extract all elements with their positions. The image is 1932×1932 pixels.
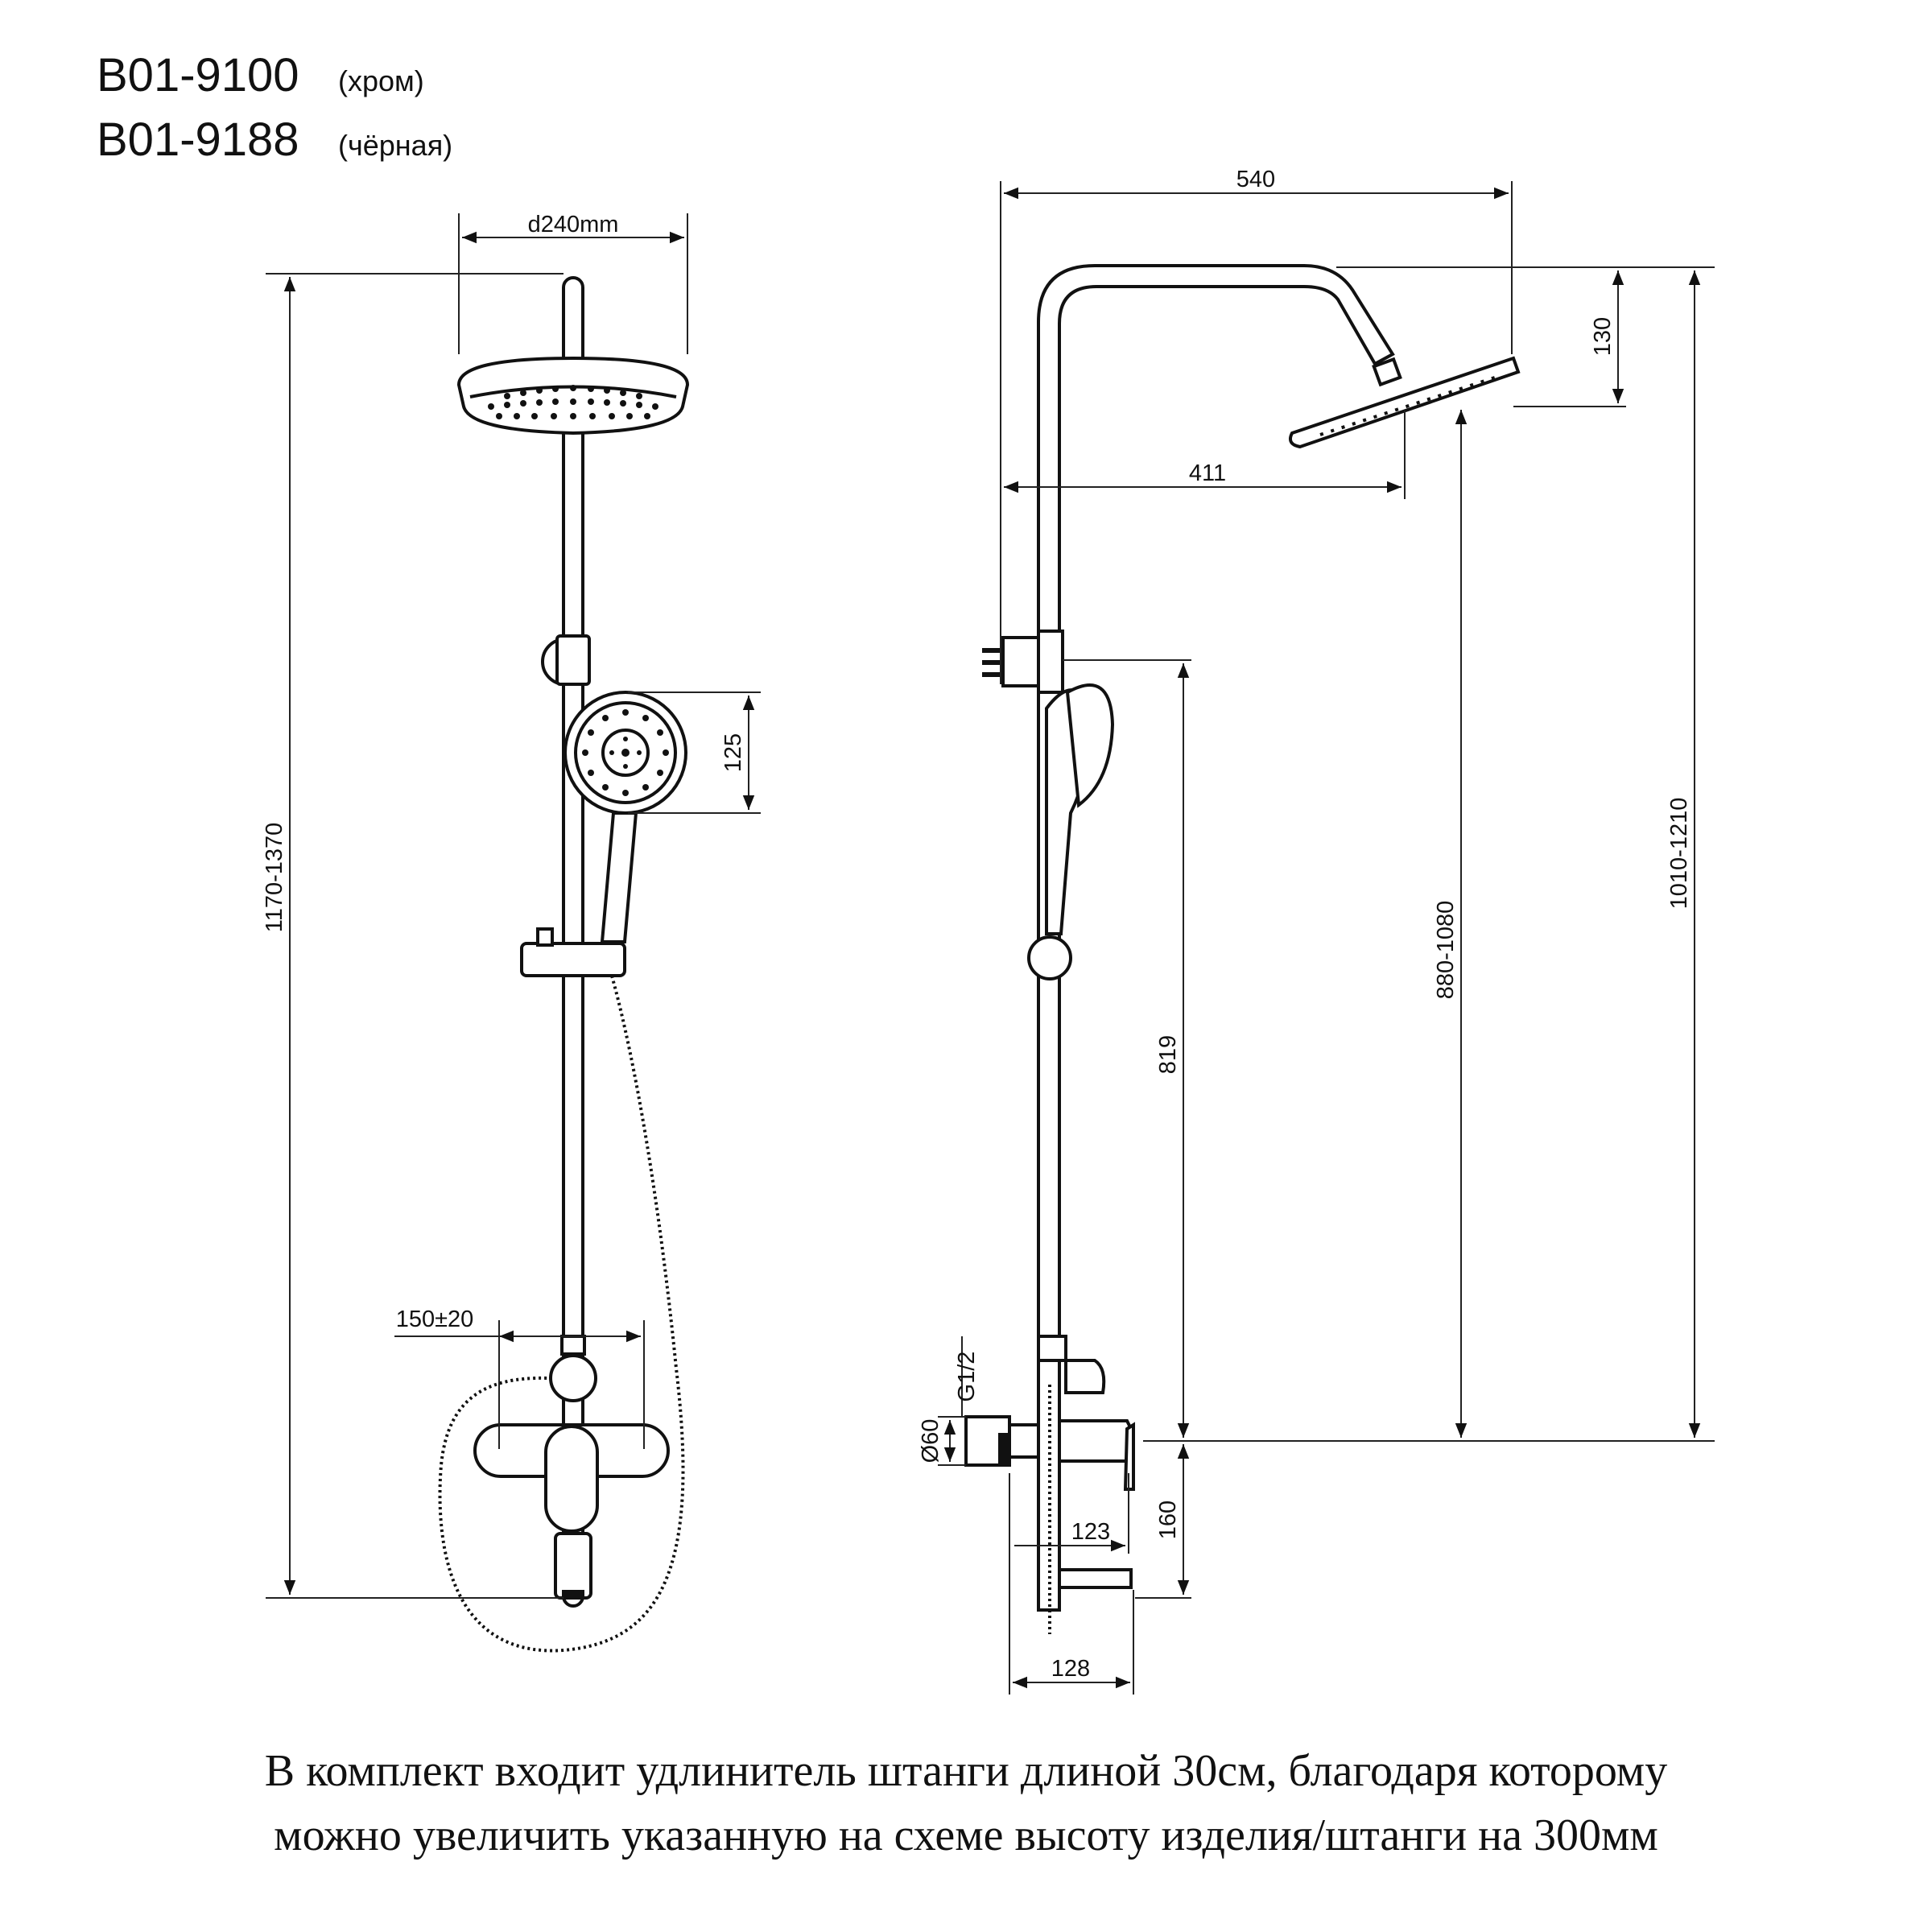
slider-side [1027, 935, 1072, 980]
model-row: B01-9100 (хром) [97, 48, 452, 113]
dim-hand-shower: 125 [720, 733, 746, 772]
dim-total-height: 1170-1370 [262, 823, 287, 933]
dim-head-offset: 411 [1189, 460, 1226, 486]
spout [554, 1532, 592, 1600]
model-code: B01-9100 [97, 49, 299, 101]
note-line: В комплект входит удлинитель штанги длин… [264, 1746, 1668, 1796]
spout-side [1058, 1568, 1133, 1589]
slider-holder [520, 942, 626, 977]
hand-shower-head-side [1065, 683, 1115, 808]
dim-holder-height: 819 [1155, 1035, 1181, 1074]
dim-arm-reach: 540 [1236, 167, 1275, 192]
diverter-top [560, 1335, 586, 1356]
front-view [438, 276, 690, 1653]
slider-knob [536, 927, 554, 947]
connector-side [1008, 1423, 1040, 1459]
mixer-side [1058, 1419, 1133, 1463]
dim-thread: G1/2 [954, 1352, 980, 1402]
head-joint [1372, 357, 1402, 387]
side-dimensions: 540 411 130 1010-1210 880-1080 819 160 1… [918, 167, 1715, 1695]
side-clamp [1037, 630, 1064, 694]
lever-side [1123, 1422, 1135, 1491]
diverter-side [1037, 1335, 1067, 1362]
note-line: можно увеличить указанную на схеме высот… [274, 1810, 1658, 1860]
dim-flange: Ø60 [918, 1419, 943, 1463]
dim-rail-height: 1010-1210 [1666, 798, 1692, 910]
model-code: B01-9188 [97, 114, 299, 166]
model-variant: (хром) [338, 64, 424, 97]
hand-shower [564, 691, 687, 943]
side-bracket [1001, 636, 1040, 687]
shower-hose [438, 975, 685, 1653]
dim-inlet-spacing: 150±20 [396, 1307, 474, 1332]
thread-side [998, 1433, 1009, 1465]
kit-note: В комплект входит удлинитель штанги длин… [0, 1739, 1932, 1868]
diverter-knob-side [1064, 1359, 1106, 1394]
dim-head-drop: 130 [1590, 317, 1616, 356]
front-dimensions: d240mm 1170-1370 125 150±20 [262, 212, 761, 1599]
overhead-shower-head [456, 356, 690, 436]
overhead-head-side [1289, 356, 1521, 449]
side-view [964, 264, 1521, 1634]
dim-spout-depth: 128 [1051, 1656, 1090, 1682]
dim-spout-height: 160 [1155, 1501, 1181, 1539]
model-row: B01-9188 (чёрная) [97, 113, 452, 177]
mixer-lever [544, 1425, 599, 1533]
model-header: B01-9100 (хром) B01-9188 (чёрная) [97, 48, 452, 177]
spout-outlet [562, 1590, 584, 1598]
dim-mixer-depth: 123 [1071, 1519, 1110, 1545]
diverter [549, 1354, 597, 1402]
dim-head-to-mixer: 880-1080 [1433, 901, 1459, 1000]
riser-pipe [1037, 264, 1395, 1612]
model-variant: (чёрная) [338, 129, 453, 162]
dim-head-diameter: d240mm [528, 212, 619, 237]
bracket-clamp [555, 634, 591, 686]
